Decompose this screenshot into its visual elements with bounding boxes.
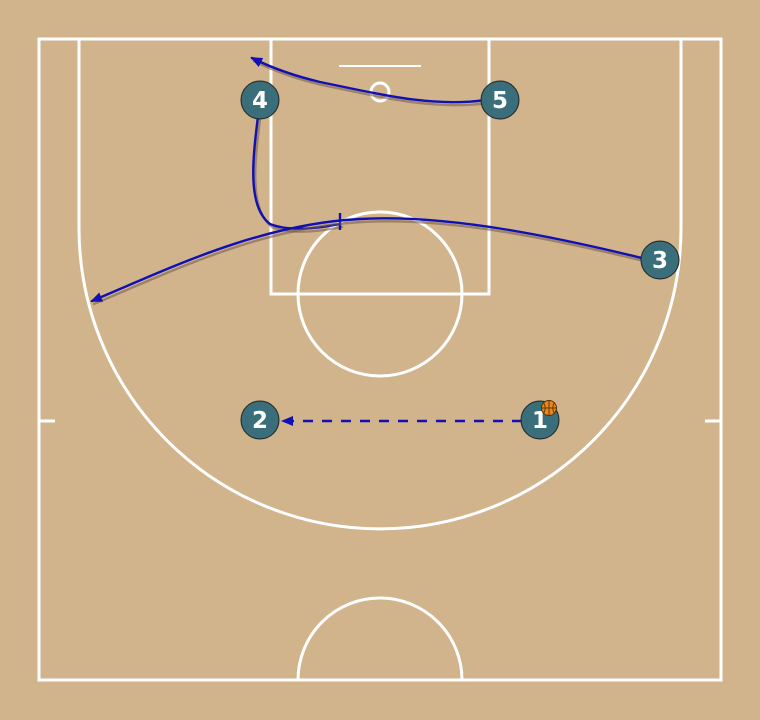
player-1-label: 1 [532,408,548,434]
player-5-label: 5 [492,88,508,114]
player-5-marker [480,80,520,120]
player-1[interactable]: 1 [520,400,560,440]
court-lines [37,37,723,682]
three-point-line [77,39,683,531]
cut-path-3 [90,217,648,303]
free-throw-lane [269,37,491,296]
center-circle [296,596,464,681]
play-actions [90,56,650,426]
player-4-label: 4 [252,88,268,114]
basketball-icon [541,400,557,416]
player-4[interactable]: 4 [240,80,280,120]
player-2[interactable]: 2 [240,400,280,440]
player-5[interactable]: 5 [480,80,520,120]
cut-path-5 [250,56,487,104]
player-2-marker [240,400,280,440]
player-3[interactable]: 3 [640,240,680,280]
cut-path-3-shadow [92,220,650,306]
free-throw-circle [296,210,464,378]
player-4-marker [240,80,280,120]
cut-path-5-shadow [252,59,489,107]
player-3-label: 3 [652,248,668,274]
player-3-marker [640,240,680,280]
player-2-label: 2 [252,408,268,434]
